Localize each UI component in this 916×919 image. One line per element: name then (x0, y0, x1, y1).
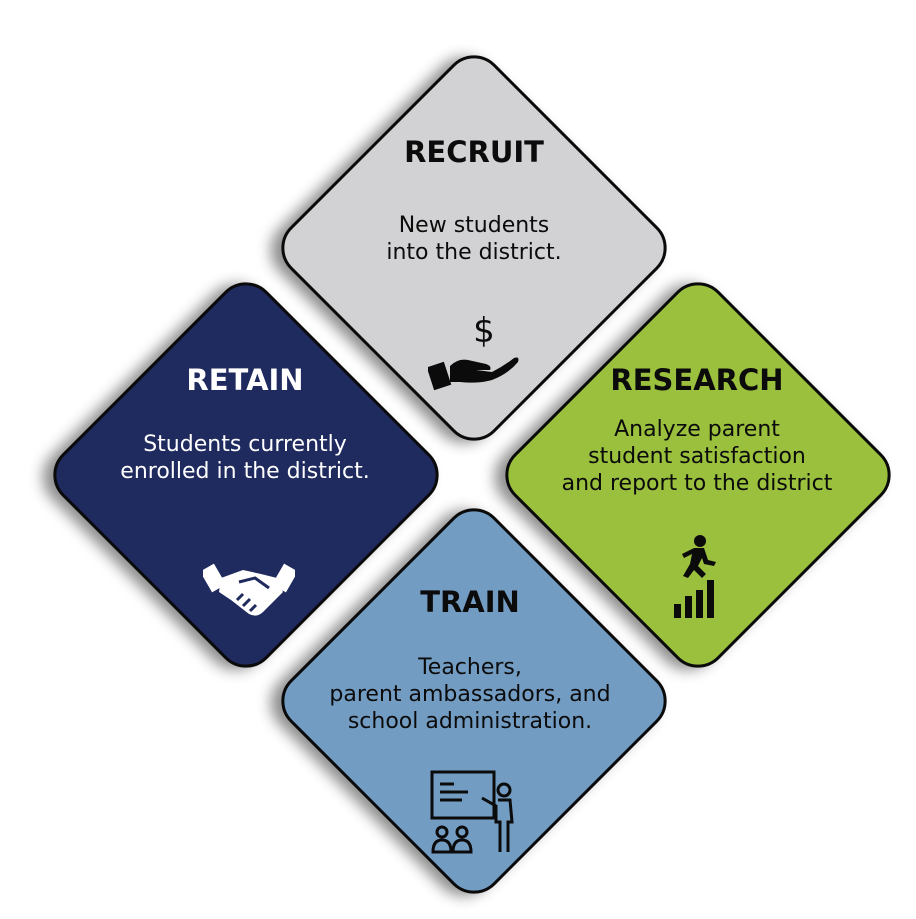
research-title: RESEARCH (610, 363, 784, 397)
teacher-presentation-icon (430, 770, 514, 854)
retain-line-2: enrolled in the district. (120, 459, 370, 484)
recruit-line-1: New students (398, 213, 550, 238)
recruit-description: New students into the district. (16, 212, 916, 266)
recruit-line-2: into the district. (386, 240, 562, 265)
person-climbing-bar-chart-icon (674, 535, 716, 618)
retain-title: RETAIN (186, 363, 304, 397)
research-description: Analyze parent student satisfaction and … (239, 416, 916, 497)
train-line-3: school administration. (347, 709, 593, 734)
train-line-1: Teachers, (418, 655, 522, 680)
retain-line-1: Students currently (143, 432, 347, 457)
svg-text:$: $ (473, 311, 495, 351)
hand-holding-dollar-icon: $ (428, 311, 519, 391)
retain-description: Students currently enrolled in the distr… (0, 431, 703, 485)
research-line-1: Analyze parent (614, 417, 780, 442)
recruit-title: RECRUIT (404, 135, 544, 169)
train-description: Teachers, parent ambassadors, and school… (12, 654, 916, 735)
train-line-2: parent ambassadors, and (329, 682, 611, 707)
train-title: TRAIN (420, 585, 520, 619)
handshake-icon (203, 563, 295, 616)
research-line-2: student satisfaction (588, 444, 806, 469)
research-line-3: and report to the district (561, 471, 833, 496)
